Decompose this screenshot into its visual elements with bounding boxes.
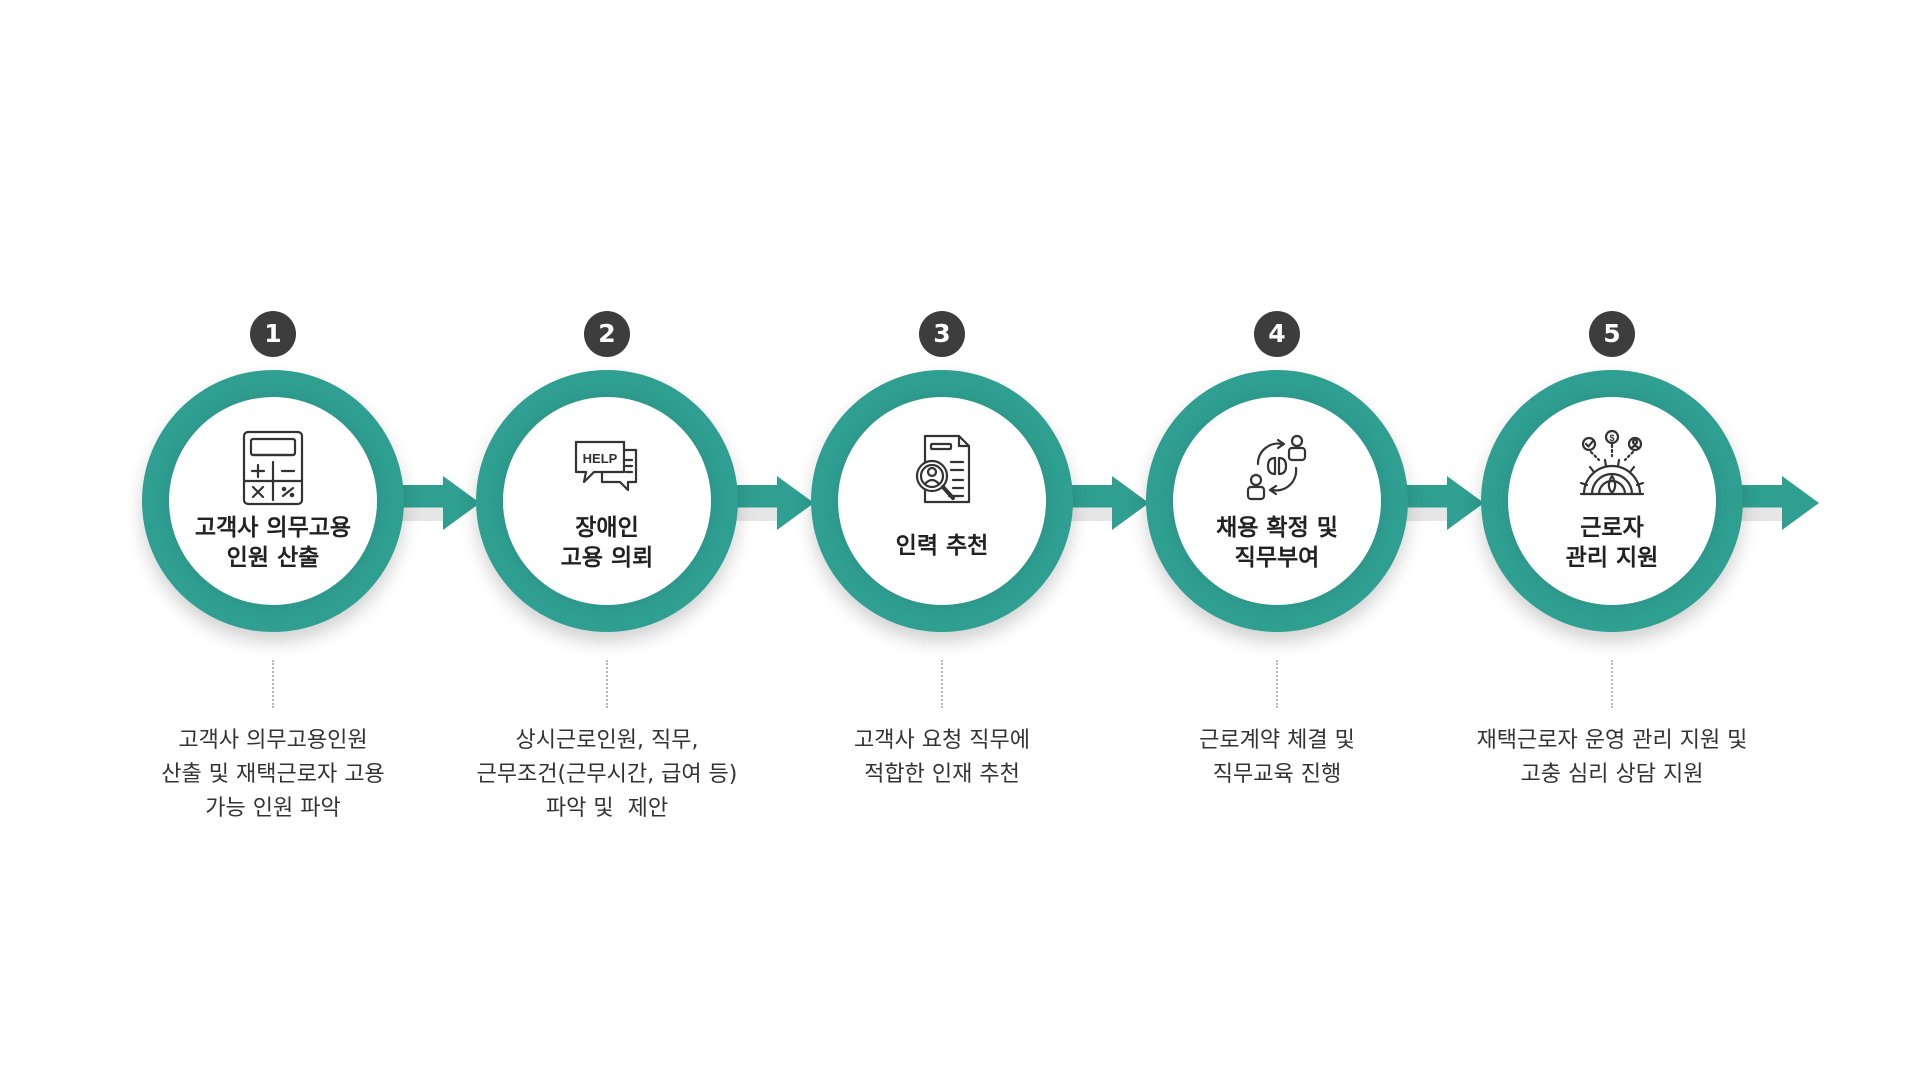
help-chat-icon: HELP [572,428,642,508]
step-title: 고객사 의무고용 인원 산출 [194,515,352,571]
step-number-badge: 3 [919,311,965,357]
dotted-divider [1276,660,1278,708]
step-description: 재택근로자 운영 관리 지원 및 고충 심리 상담 지원 [1476,728,1748,787]
step-circle [503,397,711,605]
step-description: 고객사 요청 직무에 적합한 인재 추천 [854,728,1030,787]
dotted-divider [606,660,608,708]
dotted-divider [941,660,943,708]
step-title: 채용 확정 및 직무부여 [1216,515,1338,571]
calculator-icon [238,428,308,508]
people-exchange-icon [1242,428,1312,508]
dotted-divider [1611,660,1613,708]
resume-search-icon [907,428,977,508]
gear-management-icon: $ [1577,428,1647,508]
dotted-divider [272,660,274,708]
step-title: 인력 추천 [895,533,989,559]
svg-text:$: $ [1609,433,1614,443]
step-number-badge: 1 [250,311,296,357]
step-number-badge: 2 [584,311,630,357]
step-number-badge: 4 [1254,311,1300,357]
svg-text:HELP: HELP [583,451,618,466]
step-description: 근로계약 체결 및 직무교육 진행 [1199,728,1355,787]
step-title: 장애인 고용 의뢰 [560,515,654,571]
step-circle [1173,397,1381,605]
step-title: 근로자 관리 지원 [1565,515,1659,571]
step-description: 상시근로인원, 직무, 근무조건(근무시간, 급여 등) 파악 및 제안 [476,728,738,821]
step-number-badge: 5 [1589,311,1635,357]
step-description: 고객사 의무고용인원 산출 및 재택근로자 고용 가능 인원 파악 [161,728,385,821]
